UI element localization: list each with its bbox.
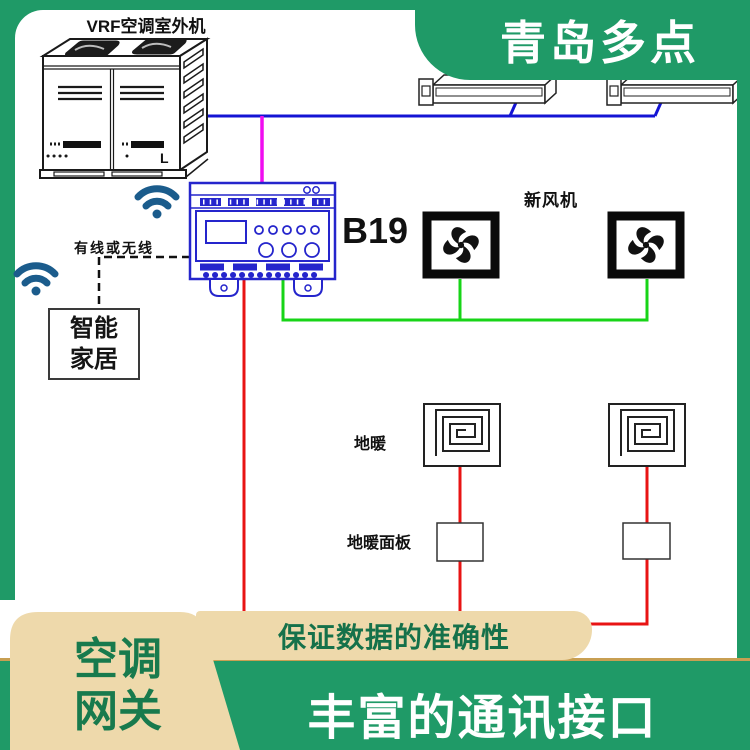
vrf-unit-mark: L [160,150,169,166]
floor-heating-panel [622,522,671,560]
controller-model-label: B19 [342,210,409,251]
gateway-title: 空调 网关 [48,634,188,738]
smart-home-label-line1: 智能 [70,315,118,342]
fresh-air-fan-label: 新风机 [524,191,578,210]
wired-or-wireless-label: 有线或无线 [74,240,154,256]
brand-name: 青岛多点 [500,17,700,69]
floor-heating-coil-icon [423,403,501,467]
floor-heating-label: 地暖 [354,436,387,453]
interface-text: 丰富的通讯接口 [307,692,658,745]
gateway-title-line2: 网关 [74,687,162,736]
accuracy-band: 保证数据的准确性 [196,611,592,660]
floor-heating-panel [436,522,484,562]
wifi-icon [138,189,176,219]
floor-heating-coil-icon [608,403,686,467]
fan-icon [427,216,495,274]
gateway-badge-shape [10,612,240,750]
wifi-icon [17,266,55,296]
controller-illustration [188,181,337,297]
wire-green-fans [281,277,649,322]
vrf-outdoor-unit-label: VRF空调室外机 [86,17,206,36]
floor-heating-panel-label: 地暖面板 [347,535,412,552]
accuracy-text: 保证数据的准确性 [277,621,510,653]
gateway-title-line1: 空调 [74,635,162,684]
fan-icon [612,216,680,274]
vrf-outdoor-unit-illustration: L [39,37,211,179]
smart-home-box: 智能 家居 [48,308,140,380]
brand-banner: 青岛多点 [415,0,750,80]
frame-right-strip [737,10,750,660]
wire-red-floor-heating [242,277,649,626]
wire-dashed-smart-home [97,255,190,309]
smart-home-label-line2: 家居 [70,346,118,373]
